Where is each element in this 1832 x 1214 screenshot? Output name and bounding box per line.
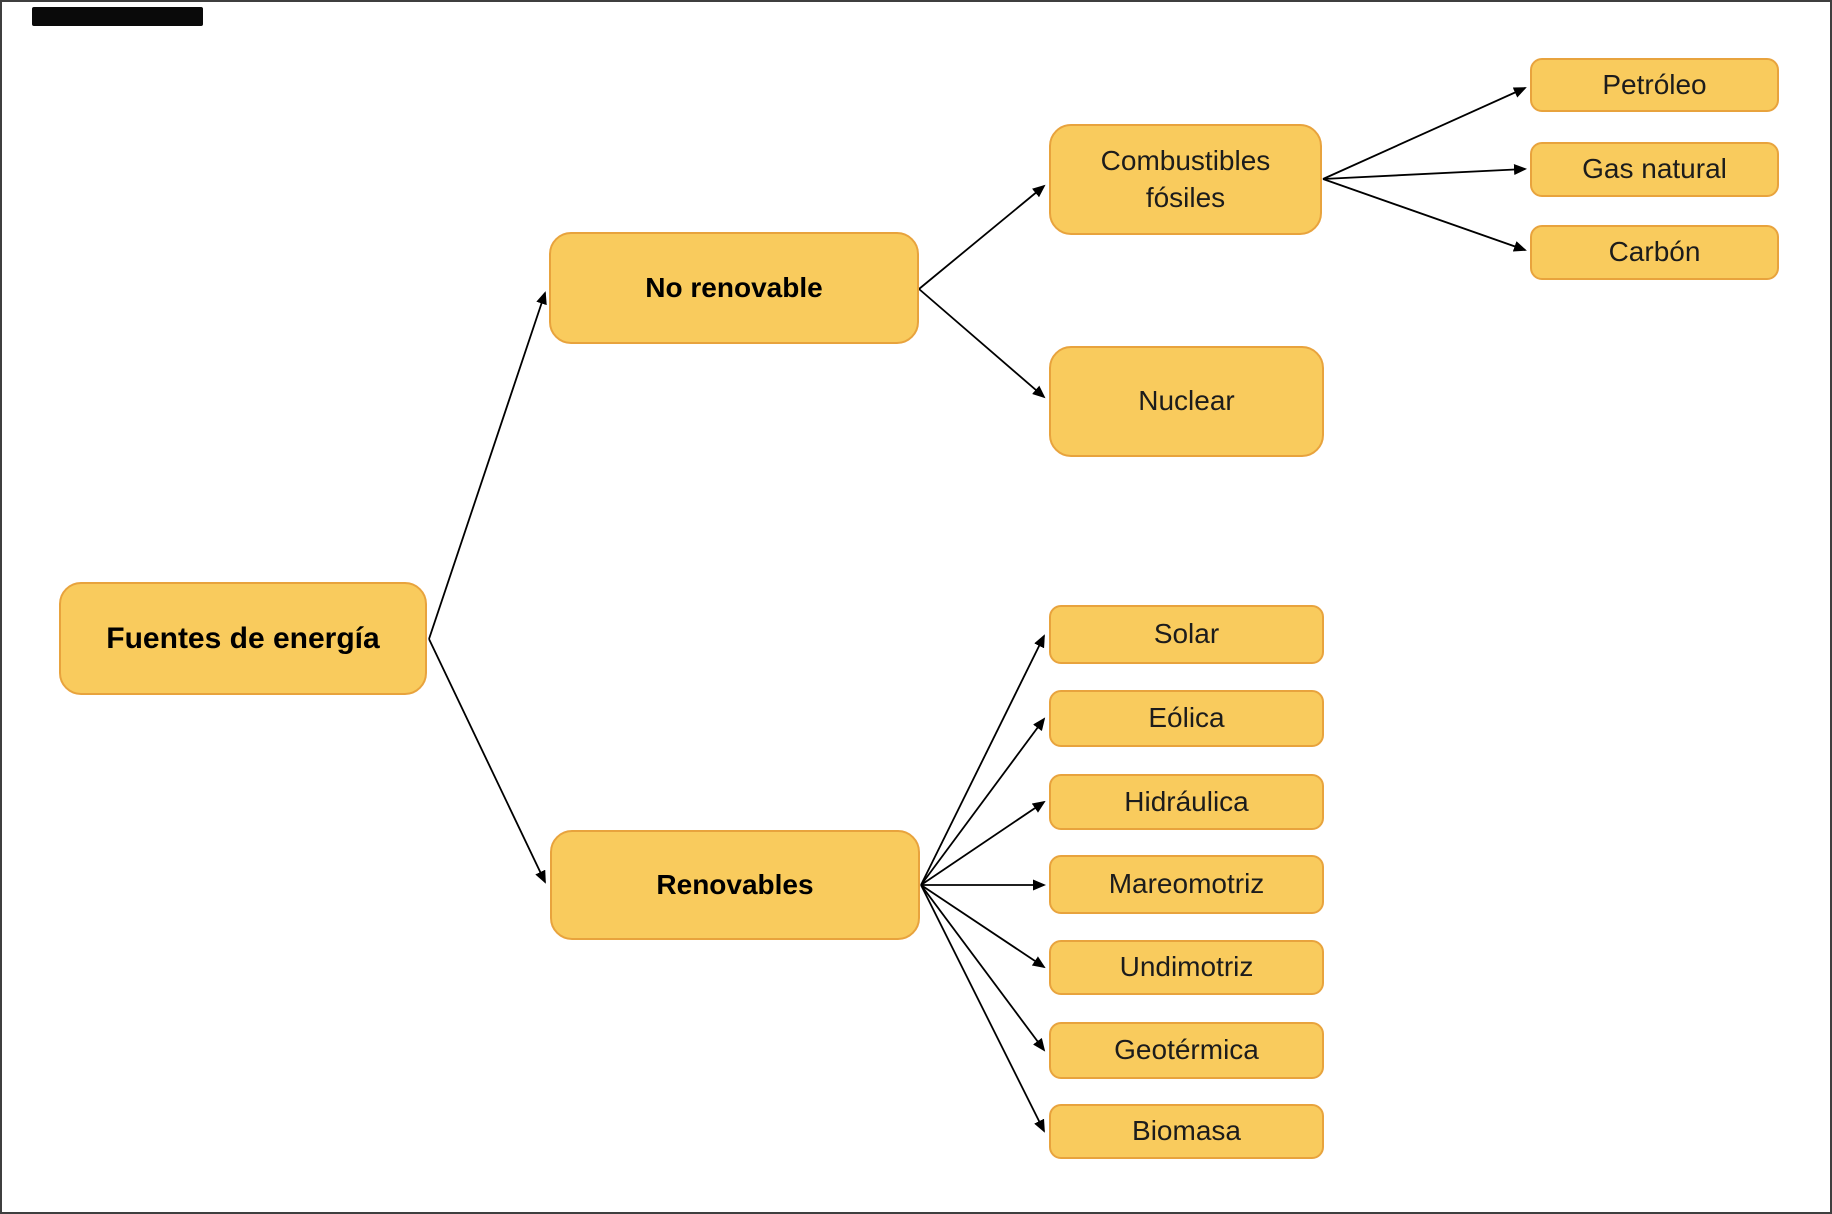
node-label: Gas natural (1582, 153, 1727, 185)
node-label: Mareomotriz (1108, 868, 1265, 900)
connector-no-renovable-to-combustibles (918, 184, 1046, 290)
node-mareomotriz: Mareomotriz (1049, 855, 1324, 914)
node-undimotriz: Undimotriz (1049, 940, 1324, 995)
connector-renovables-to-biomasa (920, 884, 1045, 1133)
node-label: Renovables (656, 868, 814, 900)
node-renovables: Renovables (550, 830, 920, 940)
node-label: Combustibles fósiles (1100, 145, 1271, 213)
node-label: Geotérmica (1114, 1034, 1259, 1066)
connector-renovables-to-solar (920, 634, 1045, 886)
connector-renovables-to-geotermica (920, 884, 1046, 1052)
node-gas-natural: Gas natural (1530, 142, 1779, 197)
connector-renovables-to-eolica (920, 717, 1046, 886)
node-label: No renovable (645, 271, 823, 303)
node-label: Eólica (1148, 702, 1225, 734)
node-label: Carbón (1608, 236, 1701, 268)
node-hidraulica: Hidráulica (1049, 774, 1324, 830)
node-label: Biomasa (1132, 1115, 1241, 1147)
connector-combustibles-to-gas-natural (1322, 164, 1527, 180)
watermark-redaction-bar (32, 7, 203, 26)
node-label: Undimotriz (1119, 951, 1254, 983)
node-combustibles-fosiles: Combustibles fósiles (1049, 124, 1322, 235)
node-biomasa: Biomasa (1049, 1104, 1324, 1159)
node-label: Solar (1153, 618, 1220, 650)
connector-no-renovable-to-nuclear (918, 288, 1046, 399)
connector-root-to-no-renovable (428, 291, 547, 640)
node-label: Petróleo (1602, 68, 1707, 100)
node-eolica: Eólica (1049, 690, 1324, 747)
node-carbon: Carbón (1530, 225, 1779, 280)
node-fuentes-de-energia: Fuentes de energía (59, 582, 427, 695)
node-solar: Solar (1049, 605, 1324, 664)
connector-combustibles-to-carbon (1322, 178, 1527, 252)
node-geotermica: Geotérmica (1049, 1022, 1324, 1079)
node-nuclear: Nuclear (1049, 346, 1324, 457)
node-label: Nuclear (1138, 385, 1235, 417)
node-petroleo: Petróleo (1530, 58, 1779, 112)
connector-renovables-to-undimotriz (920, 884, 1046, 969)
connector-root-to-renovables (428, 638, 546, 884)
node-no-renovable: No renovable (549, 232, 919, 344)
node-label: Fuentes de energía (106, 622, 380, 655)
node-label: Hidráulica (1124, 785, 1249, 817)
connector-renovables-to-hidraulica (920, 800, 1046, 886)
connector-combustibles-to-petroleo (1322, 87, 1527, 180)
